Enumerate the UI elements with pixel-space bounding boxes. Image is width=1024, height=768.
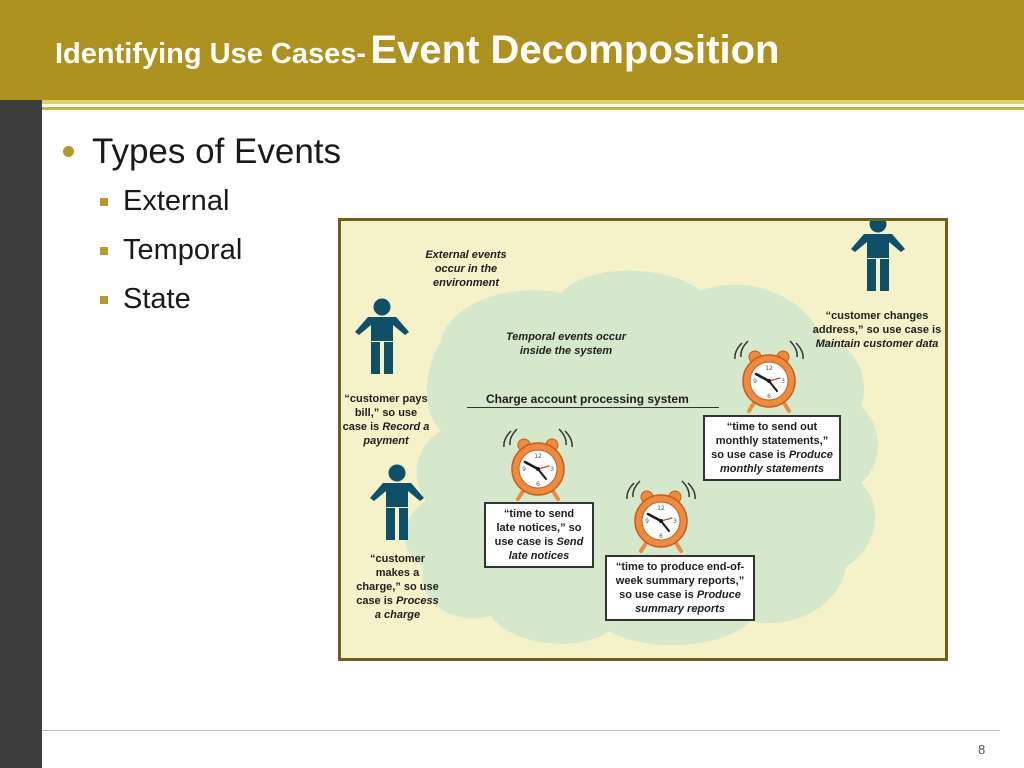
square-bullet-icon bbox=[100, 247, 108, 255]
system-label: Charge account processing system bbox=[486, 392, 689, 406]
header-gap-line bbox=[0, 104, 1024, 107]
sub-bullet-external: External bbox=[123, 185, 230, 217]
system-underline bbox=[467, 407, 719, 408]
bullet-types-of-events: Types of Events bbox=[92, 132, 342, 171]
slide-title: Identifying Use Cases- Event Decompositi… bbox=[55, 28, 779, 73]
event-types-diagram: 12 3 6 9 External events occur in the en… bbox=[338, 218, 948, 661]
bullet-dot-icon bbox=[63, 146, 74, 157]
square-bullet-icon bbox=[100, 198, 108, 206]
title-prefix: Identifying Use Cases- bbox=[55, 38, 367, 70]
customer-pays-person-icon bbox=[355, 298, 409, 374]
customer-pays-label: “customer pays bill,” so use case is Rec… bbox=[342, 393, 430, 447]
page-number: 8 bbox=[978, 742, 986, 757]
title-main: Event Decomposition bbox=[370, 28, 780, 72]
header-accent-line bbox=[0, 100, 1024, 104]
weekly-reports-box: “time to produce end-of- week summary re… bbox=[605, 555, 755, 621]
sub-bullet-temporal: Temporal bbox=[123, 234, 243, 266]
customer-charge-label: “customer makes a charge,” so use case i… bbox=[356, 553, 439, 621]
footer-divider bbox=[42, 730, 1000, 731]
title-bar bbox=[0, 0, 1024, 100]
customer-address-label: “customer changes address,” so use case … bbox=[812, 310, 942, 350]
customer-address-person-icon bbox=[851, 221, 905, 291]
temporal-events-label: Temporal events occur inside the system bbox=[505, 331, 627, 357]
late-notices-box: “time to send late notices,” so use case… bbox=[484, 502, 594, 568]
sub-bullet-state: State bbox=[123, 283, 191, 315]
header-accent-line-lower bbox=[0, 107, 1024, 110]
external-events-label: External events occur in the environment bbox=[425, 249, 507, 289]
left-side-bar bbox=[0, 100, 42, 768]
monthly-statements-box: “time to send out monthly statements,” s… bbox=[703, 415, 841, 481]
square-bullet-icon bbox=[100, 296, 108, 304]
